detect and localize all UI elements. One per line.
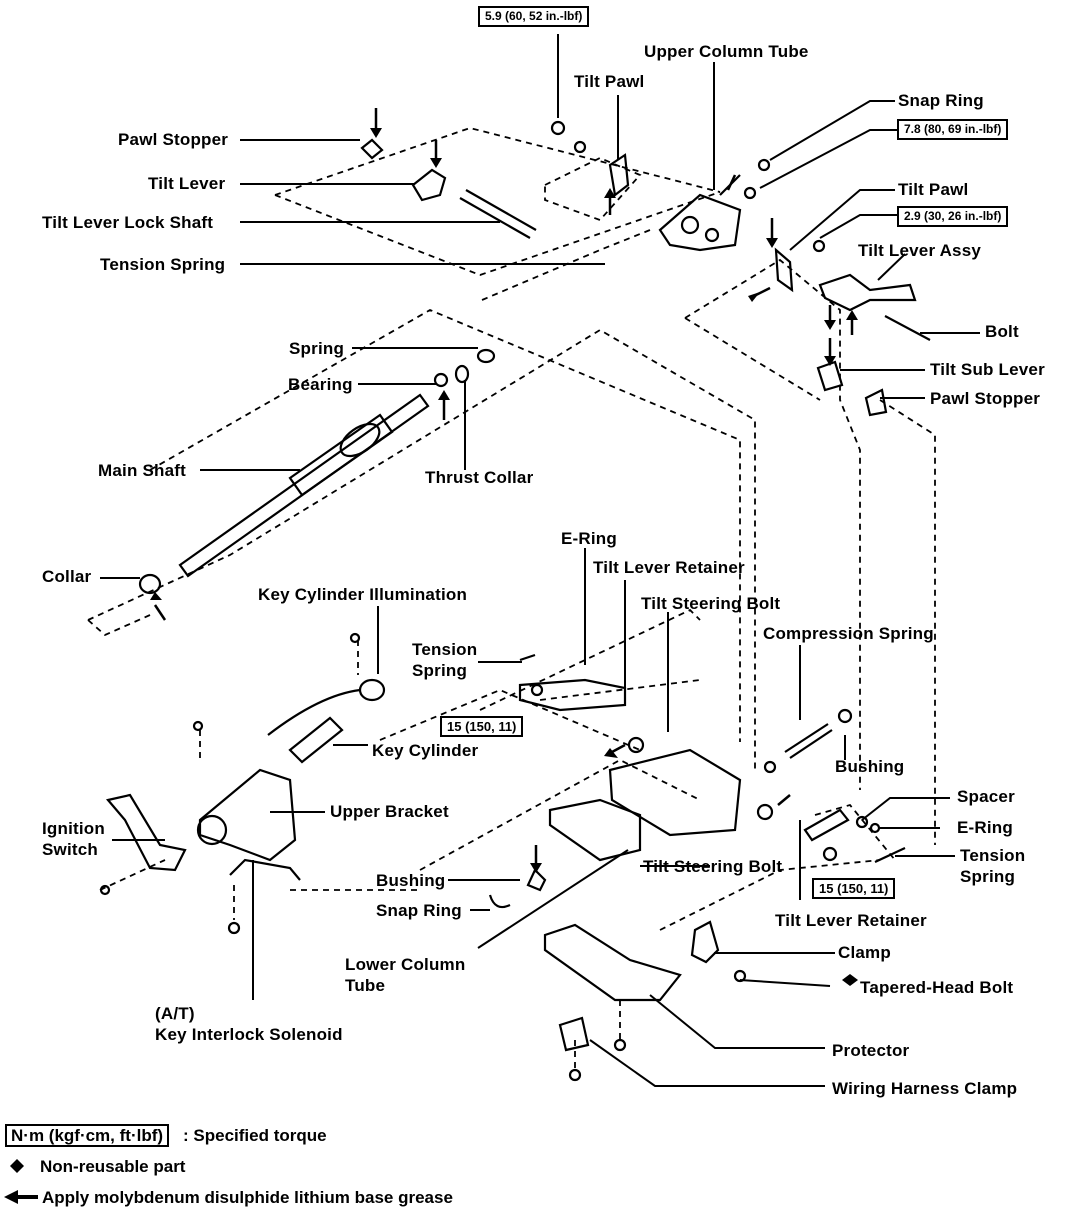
label-protector: Protector [832, 1041, 910, 1060]
leader-lines [100, 34, 980, 1087]
assembly-lines [87, 127, 936, 1070]
label-tilt-lever-assy: Tilt Lever Assy [858, 241, 982, 260]
lower-assembly-parts [99, 632, 906, 1082]
label-key-interlock-solenoid-2: Key Interlock Solenoid [155, 1025, 343, 1044]
label-lower-column-tube: Lower Column [345, 955, 466, 974]
label-upper-column-tube: Upper Column Tube [644, 42, 809, 61]
torque-spec-box: 2.9 (30, 26 in.-lbf) [897, 206, 1009, 227]
torque-spec-box: 15 (150, 11) [812, 878, 896, 899]
label-wiring-harness-clamp: Wiring Harness Clamp [832, 1079, 1018, 1098]
label-tapered-head-bolt: Tapered-Head Bolt [860, 978, 1014, 997]
torque-spec-box: 15 (150, 11) [440, 716, 524, 737]
torque-spec-box: 7.8 (80, 69 in.-lbf) [897, 119, 1009, 140]
label-snap-ring-bottom: Snap Ring [376, 901, 462, 920]
label-tilt-lever-retainer: Tilt Lever Retainer [593, 558, 745, 577]
label-upper-bracket: Upper Bracket [330, 802, 449, 821]
label-tension-spring-mid-2: Spring [412, 661, 468, 680]
legend-non-reusable: Non-reusable part [40, 1157, 185, 1177]
main-shaft-part [138, 348, 496, 595]
label-tilt-pawl-right: Tilt Pawl [898, 180, 969, 199]
label-bearing: Bearing [288, 375, 353, 394]
label-bushing-bottom: Bushing [376, 871, 446, 890]
label-tilt-steering-bolt-bottom: Tilt Steering Bolt [643, 857, 783, 876]
label-tension-spring: Tension Spring [100, 255, 226, 274]
torque-spec-box: 5.9 (60, 52 in.-lbf) [478, 6, 590, 27]
label-pawl-stopper: Pawl Stopper [118, 130, 229, 149]
label-ignition-switch-2: Switch [42, 840, 98, 859]
legend-grease: Apply molybdenum disulphide lithium base… [42, 1188, 453, 1208]
legend-torque-box: N·m (kgf·cm, ft·lbf) [5, 1124, 170, 1147]
label-tilt-lever-lock-shaft: Tilt Lever Lock Shaft [42, 213, 214, 232]
label-pawl-stopper-right: Pawl Stopper [930, 389, 1041, 408]
label-lower-column-tube-2: Tube [345, 976, 386, 995]
label-tension-spring-right-2: Spring [960, 867, 1016, 886]
grease-arrows [153, 108, 854, 865]
label-main-shaft: Main Shaft [98, 461, 186, 480]
label-key-cylinder: Key Cylinder [372, 741, 479, 760]
label-spring: Spring [289, 339, 345, 358]
label-spacer: Spacer [957, 787, 1015, 806]
label-tilt-steering-bolt: Tilt Steering Bolt [641, 594, 781, 613]
label-clamp: Clamp [838, 943, 891, 962]
label-tilt-lever: Tilt Lever [148, 174, 226, 193]
legend-grease-desc: Apply molybdenum disulphide lithium base… [42, 1188, 453, 1207]
label-tilt-pawl: Tilt Pawl [574, 72, 645, 91]
label-collar: Collar [42, 567, 92, 586]
label-tilt-lever-retainer-bottom: Tilt Lever Retainer [775, 911, 927, 930]
label-e-ring-right: E-Ring [957, 818, 1013, 837]
legend-torque: N·m (kgf·cm, ft·lbf) : Specified torque [5, 1124, 327, 1147]
label-key-cylinder-illumination: Key Cylinder Illumination [258, 585, 468, 604]
legend-torque-desc: : Specified torque [183, 1126, 327, 1145]
tilt-lever-parts [360, 120, 931, 417]
label-e-ring: E-Ring [561, 529, 617, 548]
label-ignition-switch: Ignition [42, 819, 105, 838]
label-bushing: Bushing [835, 757, 905, 776]
label-snap-ring: Snap Ring [898, 91, 984, 110]
label-key-interlock-solenoid: (A/T) [155, 1004, 195, 1023]
label-bolt: Bolt [985, 322, 1019, 341]
arrow-heads [4, 128, 858, 1204]
label-tilt-sub-lever: Tilt Sub Lever [930, 360, 1045, 379]
label-thrust-collar: Thrust Collar [425, 468, 534, 487]
label-tension-spring-right: Tension [960, 846, 1026, 865]
legend-non-reusable-desc: Non-reusable part [40, 1157, 186, 1176]
label-compression-spring: Compression Spring [763, 624, 934, 643]
label-tension-spring-mid: Tension [412, 640, 478, 659]
